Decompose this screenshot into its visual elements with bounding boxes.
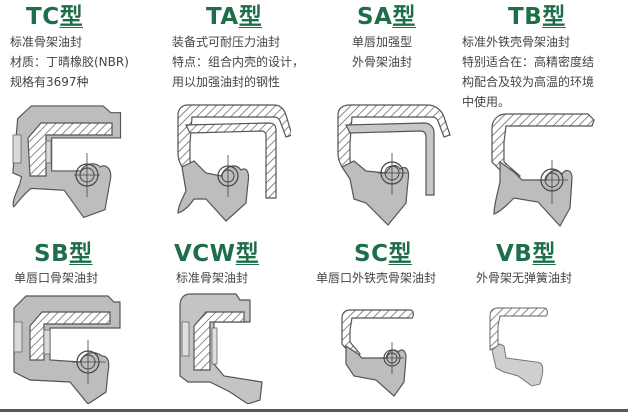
seal-code: TA [206, 4, 239, 30]
desc-line: 材质：丁晴橡胶(NBR) [10, 55, 129, 69]
desc-line: 标准外铁壳骨架油封 [462, 35, 571, 49]
sb-seal-cross-section-diagram [13, 295, 121, 404]
tc-seal-cross-section-diagram [12, 105, 122, 219]
seal-code: SB [34, 241, 70, 267]
desc-line: 特点：组合内壳的设计， [172, 55, 305, 69]
desc-line: 标准骨架油封 [10, 35, 83, 49]
seal-code: SA [357, 4, 393, 30]
desc-line: 标准骨架油封 [176, 271, 249, 285]
desc-line: 构配合及较为高温的环境 [462, 75, 595, 89]
sc-type-description: 单唇口外铁壳骨架油封 [316, 268, 436, 288]
desc-line: 单唇口外铁壳骨架油封 [316, 271, 437, 285]
desc-line: 单唇加强型 [352, 35, 413, 49]
desc-line: 用以加强油封的钢性 [172, 75, 281, 89]
desc-line: 规格有3697种 [10, 75, 89, 89]
sa-seal-cross-section-diagram [337, 104, 451, 226]
seal-suffix: 型 [69, 241, 93, 267]
vb-type-description: 外骨架无弹簧油封 [476, 268, 572, 288]
sc-type-title: SC型 [354, 241, 412, 267]
bottom-border [0, 409, 628, 412]
tc-type-title: TC型 [26, 4, 83, 30]
desc-line: 单唇口骨架油封 [14, 271, 99, 285]
seal-suffix: 型 [59, 4, 84, 30]
seal-suffix: 型 [388, 241, 412, 267]
seal-suffix: 型 [235, 241, 260, 267]
seal-code: VCW [174, 241, 236, 267]
tb-type-description: 标准外铁壳骨架油封 特别适合在：高精密度结 构配合及较为高温的环境 中使用。 [462, 32, 594, 112]
tb-type-title: TB型 [508, 4, 566, 30]
ta-seal-cross-section-diagram [177, 104, 291, 222]
sc-seal-cross-section-diagram [341, 309, 414, 397]
seal-suffix: 型 [392, 4, 416, 30]
seal-code: TB [508, 4, 543, 30]
vb-seal-cross-section-diagram [489, 307, 548, 387]
sb-type-title: SB型 [34, 241, 93, 267]
sb-type-description: 单唇口骨架油封 [14, 268, 98, 288]
vcw-seal-cross-section-diagram [179, 293, 263, 404]
seal-suffix: 型 [532, 241, 556, 267]
sa-type-description: 单唇加强型 外骨架油封 [352, 32, 412, 72]
vcw-type-title: VCW型 [174, 241, 259, 267]
seal-code: TC [26, 4, 60, 30]
sa-type-title: SA型 [357, 4, 416, 30]
desc-line: 特别适合在：高精密度结 [462, 55, 595, 69]
desc-line: 外骨架油封 [352, 55, 413, 69]
ta-type-title: TA型 [206, 4, 262, 30]
seal-code: SC [354, 241, 389, 267]
seal-code: VB [496, 241, 533, 267]
tc-type-description: 标准骨架油封 材质：丁晴橡胶(NBR) 规格有3697种 [10, 32, 129, 92]
ta-type-description: 装备式可耐压力油封 特点：组合内壳的设计， 用以加强油封的钢性 [172, 32, 304, 92]
desc-line: 外骨架无弹簧油封 [476, 271, 573, 285]
tb-seal-cross-section-diagram [491, 113, 595, 228]
desc-line: 中使用。 [462, 95, 511, 109]
seal-suffix: 型 [542, 4, 566, 30]
vb-type-title: VB型 [496, 241, 556, 267]
seal-suffix: 型 [238, 4, 263, 30]
vcw-type-description: 标准骨架油封 [176, 268, 248, 288]
desc-line: 装备式可耐压力油封 [172, 35, 281, 49]
